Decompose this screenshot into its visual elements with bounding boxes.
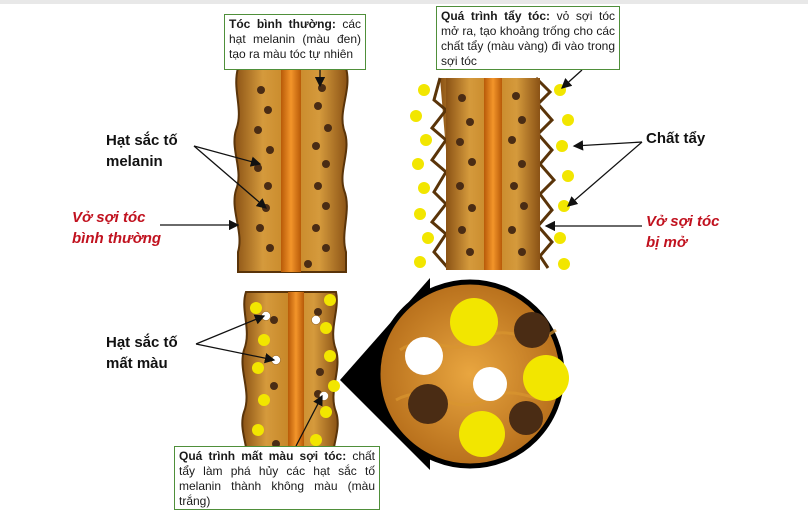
normal-hair-strand bbox=[233, 67, 349, 273]
bleaching-hair-strand bbox=[410, 76, 574, 270]
annotation-arrows bbox=[160, 69, 643, 447]
zoom-view bbox=[375, 279, 569, 469]
top-border bbox=[0, 0, 808, 4]
faded-hair-strand bbox=[241, 291, 340, 463]
note-bleaching: Quá trình tẩy tóc: vỏ sợi tóc mở ra, tạo… bbox=[436, 6, 620, 70]
bleach-agent-particles bbox=[410, 84, 574, 270]
label-bleach-agent: Chất tẩy bbox=[646, 130, 706, 147]
note-normal-hair: Tóc bình thường: các hạt melanin (màu đe… bbox=[224, 14, 366, 70]
note-color-loss: Quá trình mất màu sợi tóc: chất tẩy làm … bbox=[174, 446, 380, 510]
melanin-granules-bleach bbox=[456, 92, 528, 256]
bleach-particles-inner bbox=[250, 294, 340, 446]
melanin-remaining bbox=[270, 308, 324, 448]
